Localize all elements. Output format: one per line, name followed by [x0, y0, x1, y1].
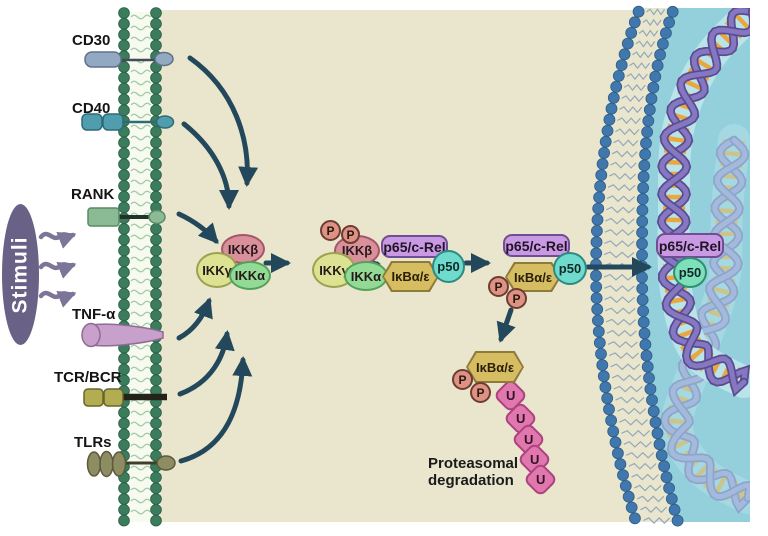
- p50: p50: [432, 250, 465, 283]
- rank-receptor-shape: [87, 207, 120, 227]
- p65-crel-p: p65/c-Rel: [503, 234, 570, 257]
- signal-arrows: [176, 55, 652, 464]
- phospho-icon: P: [452, 369, 473, 390]
- ikk-beta: IKKβ: [221, 234, 265, 264]
- receptor-label-cd40: CD40: [72, 100, 111, 117]
- receptor-label-rank: RANK: [71, 186, 115, 203]
- receptor-label-tnfa: TNF-α: [72, 306, 116, 323]
- proteasomal-degradation-caption: Proteasomal degradation: [428, 455, 518, 490]
- phospho-icon: P: [320, 220, 341, 241]
- tlrs-receptor-shape: [86, 451, 102, 477]
- receptor-label-tlrs: TLRs: [74, 434, 112, 451]
- receptor-shapes: [81, 51, 176, 478]
- ikb-hexagon: IκBα/ε: [382, 261, 439, 292]
- ikb-hexagon-degraded: IκBα/ε: [466, 351, 524, 383]
- stimuli-arrows: [38, 231, 77, 308]
- tnfa-receptor-shape: [91, 323, 164, 347]
- stimuli-label: Stimuli: [8, 235, 32, 314]
- cd30-receptor-shape: [84, 51, 122, 68]
- caption-line2: degradation: [428, 472, 514, 490]
- caption-line1: Proteasomal: [428, 455, 519, 472]
- phospho-icon: P: [488, 276, 509, 297]
- ikb-label: IκBα/ε: [507, 264, 559, 290]
- ikb-label: IκBα/ε: [468, 353, 522, 381]
- tcrbcr-receptor-shape: [83, 388, 104, 407]
- phospho-icon: P: [506, 288, 527, 309]
- nuclear-membrane: [590, 5, 684, 527]
- ikk-alpha: IKKα: [229, 261, 271, 290]
- p50-nuclear: p50: [673, 257, 707, 288]
- cd40-receptor-shape: [81, 113, 103, 131]
- phospho-icon: P: [470, 382, 491, 403]
- phospho-icon: P: [341, 225, 360, 244]
- cell-membrane: [118, 7, 162, 527]
- ikk-alpha-p: IKKα: [344, 261, 388, 291]
- p65-crel-nuclear: p65/c-Rel: [656, 233, 724, 258]
- ikb-hexagon-p: IκBα/ε: [505, 262, 561, 292]
- p50-p: p50: [553, 252, 587, 285]
- ikb-label: IκBα/ε: [384, 263, 437, 290]
- dna-helix-main: [656, 8, 750, 398]
- stimuli-badge: Stimuli: [2, 204, 39, 345]
- receptor-label-tcrbcr: TCR/BCR: [54, 369, 122, 386]
- receptor-label-cd30: CD30: [72, 32, 111, 49]
- p65-crel: p65/c-Rel: [381, 235, 448, 258]
